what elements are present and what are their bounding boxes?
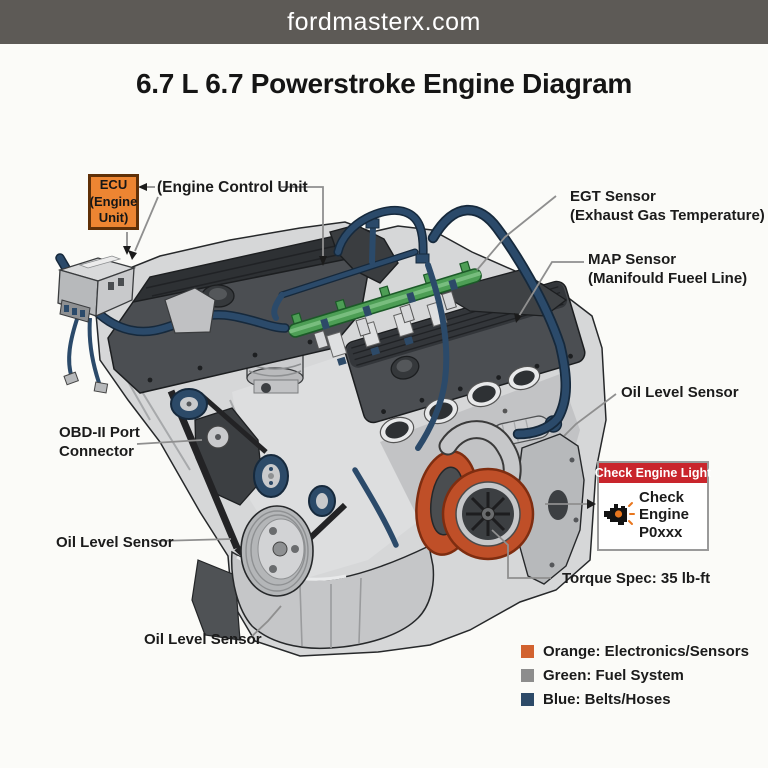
site-banner-text: fordmasterx.com (287, 7, 481, 36)
legend-item-orange: Orange: Electronics/Sensors (521, 643, 749, 660)
legend-item-blue: Blue: Belts/Hoses (521, 691, 749, 708)
pulley-middle (253, 454, 289, 498)
accessory-drive (164, 287, 348, 597)
label-map-sensor: MAP Sensor (Manifould Fueel Line) (588, 251, 748, 288)
ecu-box-line1: ECU (99, 176, 128, 192)
label-egt-sensor: EGT Sensor (Exhaust Gas Temperature) (570, 188, 765, 225)
label-oil-level-sensor-bottom: Oil Level Sensor (144, 631, 262, 648)
ecu-module (57, 255, 137, 394)
page-title: 6.7 L 6.7 Powerstroke Engine Diagram (136, 68, 632, 99)
pulley-lower (308, 485, 336, 517)
ecu-callout-box: ECU (Engine Unit) (88, 174, 139, 230)
label-obd-port: OBD-II Port Connector (59, 424, 140, 461)
gray-swatch-icon (521, 669, 534, 682)
label-torque-spec: Torque Spec: 35 lb-ft (562, 570, 711, 587)
blue-swatch-icon (521, 693, 534, 706)
idler-pulley (206, 425, 230, 449)
bell-housing (515, 433, 585, 585)
ecu-box-line3: Unit) (98, 210, 129, 226)
engine-warning-icon (603, 501, 636, 528)
legend-item-green: Green: Fuel System (521, 667, 749, 684)
turbocharger (415, 420, 535, 561)
hoses (55, 204, 571, 548)
label-oil-level-sensor-left: Oil Level Sensor (56, 534, 174, 551)
color-legend: Orange: Electronics/Sensors Green: Fuel … (521, 643, 749, 715)
ecu-box-line2: (Engine (89, 193, 138, 209)
label-engine-control-unit: (Engine Control Unit (157, 179, 308, 196)
crank-pulley (240, 505, 314, 597)
check-engine-text: Check Engine P0xxx (639, 489, 690, 541)
label-oil-level-sensor-right: Oil Level Sensor (621, 384, 739, 401)
check-engine-panel-header: Check Engine Light (595, 463, 711, 483)
leader-lines (123, 183, 617, 641)
site-banner: fordmasterx.com (0, 0, 768, 44)
check-engine-panel: Check Engine Light Check Engine P0xxx (595, 461, 711, 551)
pulley-upper (170, 388, 208, 420)
orange-swatch-icon (521, 645, 534, 658)
